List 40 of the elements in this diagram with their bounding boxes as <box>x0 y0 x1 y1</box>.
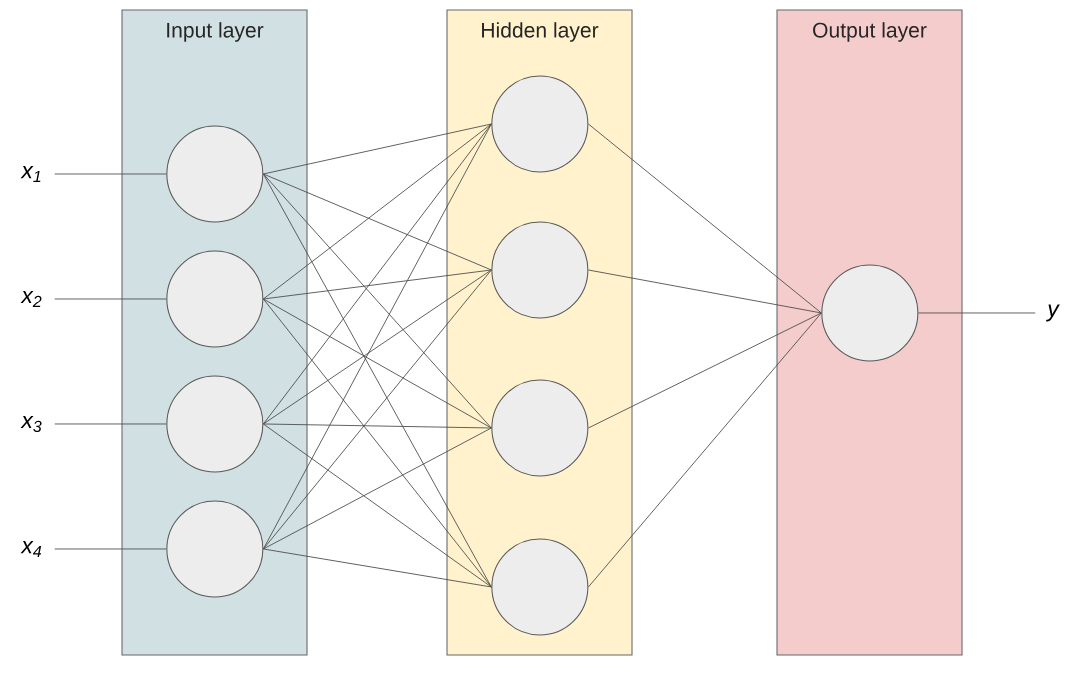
connection-line <box>587 312 822 588</box>
connection-line <box>262 173 492 588</box>
neuron-circle <box>491 538 589 636</box>
connection-line <box>262 123 492 425</box>
variable-label: y <box>1046 304 1060 322</box>
neuron-circle <box>821 264 919 362</box>
neuron-circle <box>166 250 264 348</box>
connection-line <box>587 123 822 314</box>
neuron-circle <box>491 221 589 319</box>
neuron-circle <box>166 500 264 598</box>
connection-line <box>587 312 822 429</box>
connector-line <box>54 298 167 300</box>
connection-line <box>262 269 492 425</box>
variable-label: x$_{4}$ <box>20 541 42 557</box>
variable-label: x$_{3}$ <box>20 415 42 433</box>
neuron-circle <box>491 379 589 477</box>
connector-line <box>54 173 167 175</box>
connection-line <box>262 173 492 429</box>
connection-line <box>262 548 492 588</box>
connector-line <box>917 312 1036 314</box>
connector-line <box>54 423 167 425</box>
layer-band: Output layer <box>776 9 963 656</box>
neuron-circle <box>166 375 264 473</box>
connection-line <box>262 123 492 175</box>
neuron-circle <box>491 75 589 173</box>
connection-line <box>262 269 492 300</box>
connection-line <box>262 123 492 300</box>
connection-line <box>262 123 492 550</box>
connection-line <box>587 269 822 314</box>
variable-label: x$_{1}$ <box>20 166 41 182</box>
variable-label: x$_{2}$ <box>20 291 42 307</box>
connector-line <box>54 548 167 550</box>
connection-line <box>262 269 492 550</box>
neuron-circle <box>166 125 264 223</box>
connection-line <box>262 427 492 550</box>
connection-line <box>262 173 492 271</box>
connection-line <box>262 423 492 588</box>
connection-line <box>262 423 492 429</box>
connection-line <box>262 298 492 588</box>
connection-line <box>262 298 492 429</box>
